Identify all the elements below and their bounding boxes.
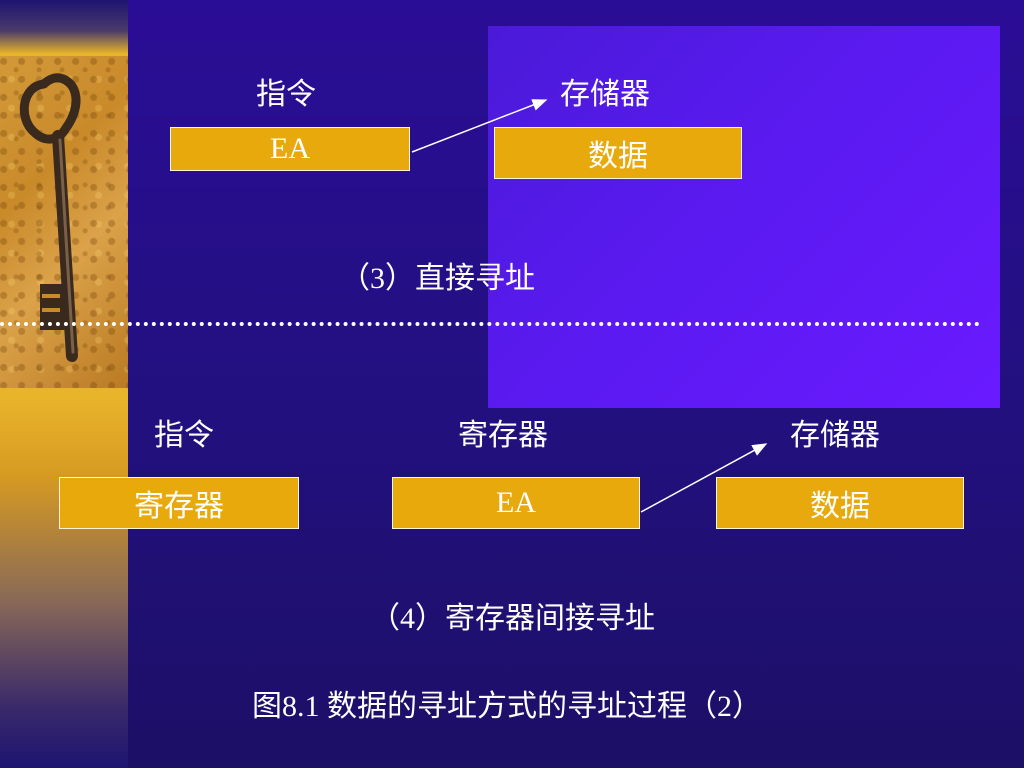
figure-caption: 图8.1 数据的寻址方式的寻址过程（2） (252, 690, 762, 723)
instruction-label-4: 指令 (154, 419, 214, 452)
instruction-label-3: 指令 (256, 78, 316, 111)
register-label-4: 寄存器 (458, 419, 548, 452)
memory-label-3: 存储器 (560, 78, 650, 111)
instruction-ea-box-3: EA (170, 127, 410, 171)
highlight-panel (488, 26, 1000, 408)
arrow-ea-to-memory-4 (640, 443, 768, 513)
section-divider (0, 322, 980, 326)
memory-data-box-4: 数据 (716, 477, 964, 529)
memory-data-box-3: 数据 (494, 127, 742, 179)
caption-3: （3）直接寻址 (340, 262, 535, 295)
register-ea-box-4: EA (392, 477, 640, 529)
memory-label-4: 存储器 (790, 419, 880, 452)
instruction-register-box-4: 寄存器 (59, 477, 299, 529)
caption-4: （4）寄存器间接寻址 (370, 602, 655, 635)
arrow-ea-to-memory-3 (411, 99, 548, 153)
